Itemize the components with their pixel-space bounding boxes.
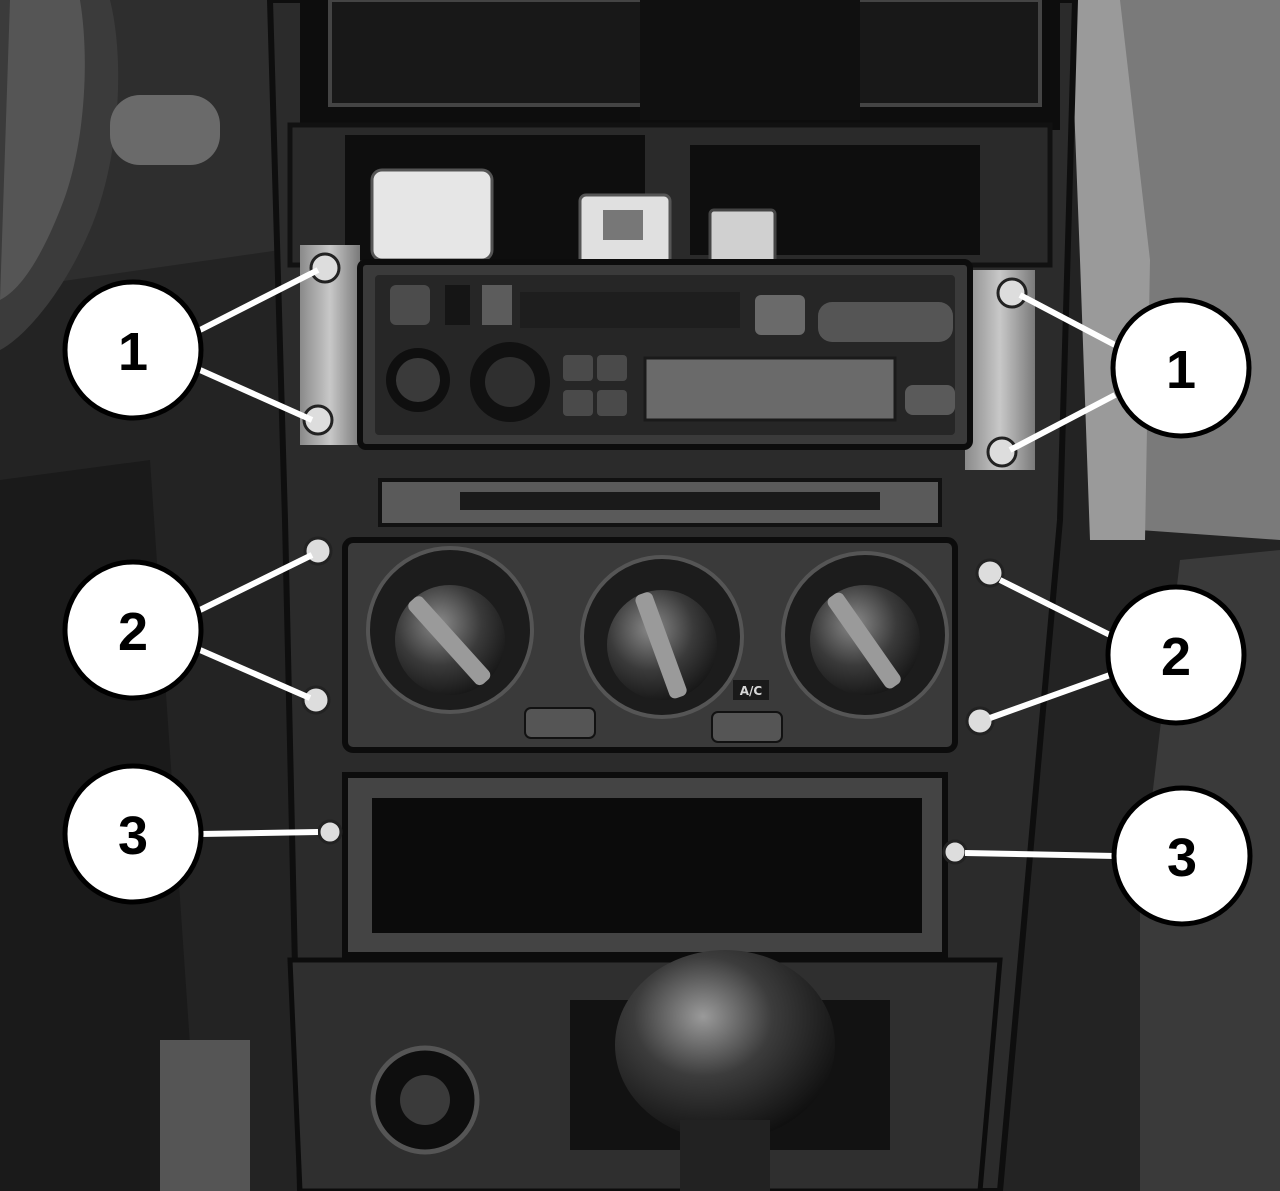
- callout-3-left: 3: [62, 763, 204, 905]
- callout-label: 1: [118, 322, 148, 382]
- pedal: [160, 1040, 250, 1191]
- callout-1-right: 1: [1110, 297, 1252, 439]
- storage-pocket: [342, 772, 948, 958]
- vent-slot-opening: [460, 492, 880, 510]
- callout-label: 2: [118, 602, 148, 662]
- callout-1-left: 1: [62, 279, 204, 421]
- radio-head-unit: [357, 259, 973, 450]
- callout-label: 3: [1167, 828, 1197, 888]
- leader-lines: [198, 267, 1117, 859]
- callout-2-left: 2: [62, 559, 204, 701]
- steering-wheel-highlight: [0, 0, 85, 300]
- callout-label: 3: [118, 806, 148, 866]
- heater-control-panel: A/C: [342, 537, 958, 753]
- gear-shift-knob: [615, 950, 835, 1140]
- gear-shift-boot: [680, 1120, 770, 1191]
- wiring-connectors: [370, 168, 777, 272]
- radio-mounting-screws: [302, 252, 1028, 468]
- stalk-switch: [110, 95, 220, 165]
- ac-label: A/C: [740, 684, 763, 698]
- callout-3-right: 3: [1111, 785, 1253, 927]
- callout-label: 2: [1161, 627, 1191, 687]
- pocket-screw-right: [942, 839, 968, 865]
- pocket-screw-left: [317, 819, 343, 845]
- upper-cavity-vent: [640, 0, 860, 120]
- callout-label: 1: [1166, 340, 1196, 400]
- callout-2-right: 2: [1105, 584, 1247, 726]
- heater-panel-screws: [301, 536, 1005, 736]
